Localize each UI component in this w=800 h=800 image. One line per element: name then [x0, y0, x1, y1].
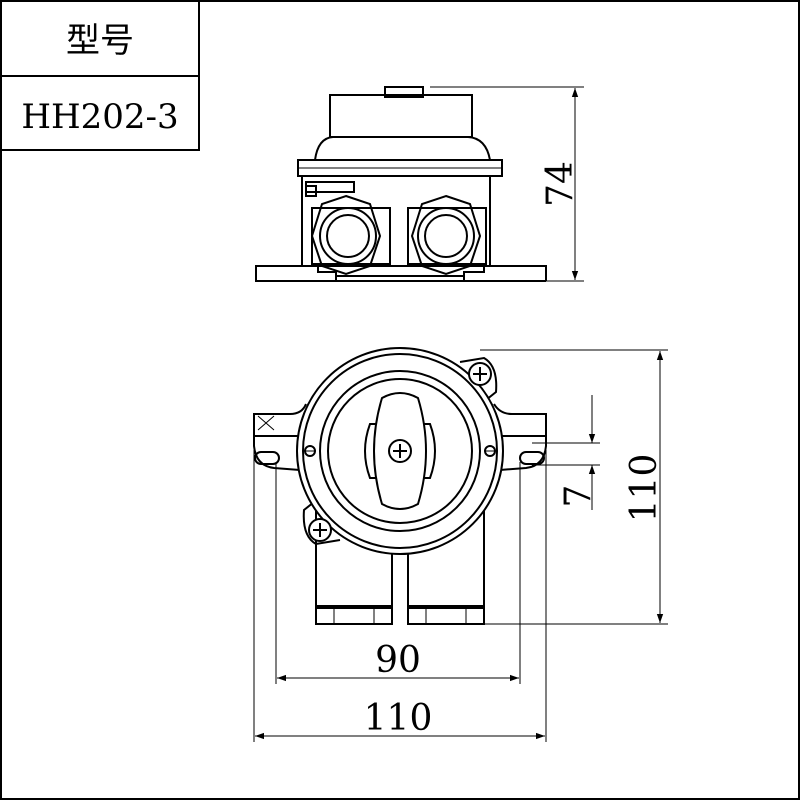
title-label: 型号	[66, 21, 134, 61]
dim-label-7: 7	[558, 485, 599, 508]
dimension-front-height: 110	[480, 349, 668, 625]
title-block: 型号 HH202-3	[0, 0, 200, 151]
front-view	[253, 347, 547, 625]
dimension-slot-width: 7	[532, 395, 600, 510]
dimension-side-height: 74	[430, 86, 584, 282]
dim-label-90: 90	[375, 640, 421, 681]
dimension-hole-spacing: 90	[275, 462, 521, 684]
dim-label-front-110: 110	[624, 454, 665, 523]
dim-label-74: 74	[540, 161, 581, 207]
side-view	[255, 86, 547, 282]
model-number: HH202-3	[21, 97, 178, 137]
dimension-overall-width: 110	[253, 450, 547, 742]
dim-label-bottom-110: 110	[364, 698, 433, 739]
